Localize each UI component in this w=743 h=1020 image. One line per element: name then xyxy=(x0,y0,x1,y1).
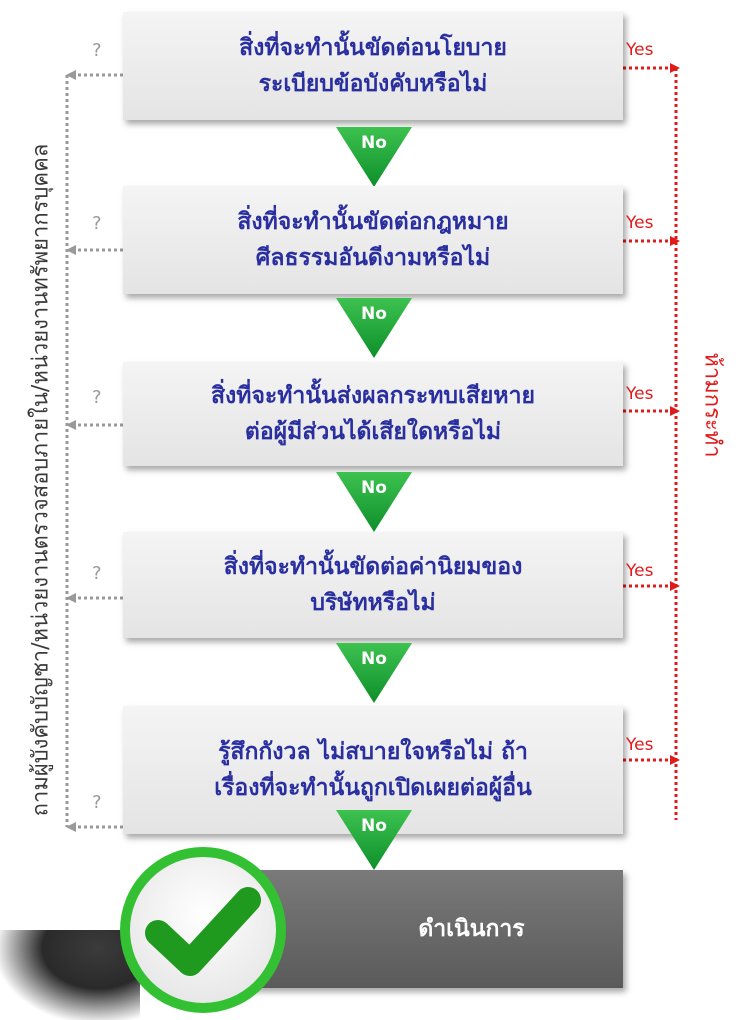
yes-label-4: Yes xyxy=(626,561,654,581)
question-label-3: ? xyxy=(92,387,102,408)
decision-text-5a: รู้สึกกังวล ไม่สบายใจหรือไม่ ถ้า xyxy=(218,739,528,765)
decision-text-2b: ศีลธรรมอันดีงามหรือไม่ xyxy=(255,245,491,271)
action-box: ดำเนินการ xyxy=(240,870,623,988)
decision-box-2: สิ่งที่จะทำนั้นขัดต่อกฎหมาย ศีลธรรมอันดี… xyxy=(123,186,623,294)
question-label-2: ? xyxy=(92,213,102,234)
check-icon xyxy=(120,847,286,1013)
yes-label-2: Yes xyxy=(626,213,654,233)
no-label: No xyxy=(361,478,387,498)
decision-text-3a: สิ่งที่จะทำนั้นส่งผลกระทบเสียหาย xyxy=(211,383,535,409)
question-label-4: ? xyxy=(92,563,102,584)
decorative-corner-shape xyxy=(0,930,140,1020)
decision-text-5b: เรื่องที่จะทำนั้นถูกเปิดเผยต่อผู้อื่น xyxy=(214,775,532,801)
decision-text-4b: บริษัทหรือไม่ xyxy=(310,590,436,616)
left-vertical-label: ถามผู้บังคับบัญชา/หน่วยงานตรวจสอบภายใน/ห… xyxy=(28,143,54,817)
no-label: No xyxy=(361,304,387,324)
decision-box-5: รู้สึกกังวล ไม่สบายใจหรือไม่ ถ้า เรื่องท… xyxy=(123,706,623,834)
question-label-5: ? xyxy=(92,792,102,813)
decision-text-1b: ระเบียบข้อบังคับหรือไม่ xyxy=(258,71,488,97)
decision-box-1: สิ่งที่จะทำนั้นขัดต่อนโยบาย ระเบียบข้อบั… xyxy=(123,12,623,120)
decision-box-3: สิ่งที่จะทำนั้นส่งผลกระทบเสียหาย ต่อผู้ม… xyxy=(123,362,623,466)
yes-label-3: Yes xyxy=(626,384,654,404)
no-label: No xyxy=(361,649,387,669)
question-label-1: ? xyxy=(92,40,102,61)
no-label: No xyxy=(361,133,387,153)
decision-text-4a: สิ่งที่จะทำนั้นขัดต่อค่านิยมของ xyxy=(223,554,523,580)
decision-text-3b: ต่อผู้มีส่วนได้เสียใดหรือไม่ xyxy=(244,419,502,445)
right-vertical-label: ห้ามกระทำ xyxy=(699,352,725,458)
decision-box-4: สิ่งที่จะทำนั้นขัดต่อค่านิยมของ บริษัทหร… xyxy=(123,532,623,638)
yes-label-5: Yes xyxy=(626,735,654,755)
no-label: No xyxy=(361,816,387,836)
yes-label-1: Yes xyxy=(626,40,654,60)
decision-text-1a: สิ่งที่จะทำนั้นขัดต่อนโยบาย xyxy=(239,35,507,61)
action-label: ดำเนินการ xyxy=(418,916,525,942)
decision-text-2a: สิ่งที่จะทำนั้นขัดต่อกฎหมาย xyxy=(237,209,509,235)
